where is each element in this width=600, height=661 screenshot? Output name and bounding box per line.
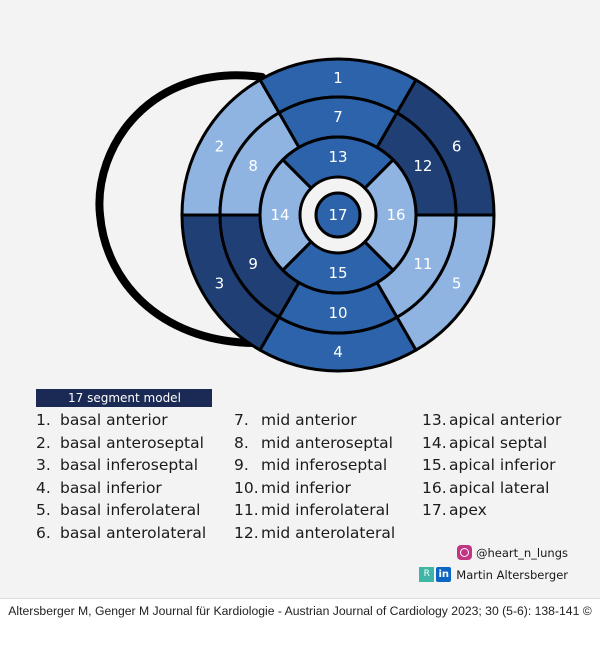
legend-item: 15.apical inferior	[422, 454, 561, 477]
instagram-handle: @heart_n_lungs	[476, 545, 568, 560]
legend-item: 17.apex	[422, 499, 561, 522]
legend-item: 11.mid inferolateral	[234, 499, 395, 522]
legend-label: mid anterolateral	[261, 523, 396, 542]
right-ventricle-outline	[95, 71, 266, 348]
legend-label: apex	[449, 501, 487, 519]
segment-group	[180, 57, 496, 373]
legend-label: basal inferoseptal	[60, 456, 199, 474]
legend-column-basal: 1. basal anterior 2. basal anteroseptal 3.…	[36, 409, 206, 544]
segment-label-1: 1	[333, 69, 343, 87]
legend-item: 12.mid anterolateral	[234, 522, 395, 545]
segment-14	[258, 158, 313, 272]
legend-number: 2.	[36, 433, 51, 452]
segment-label-7: 7	[333, 108, 343, 126]
legend-number: 9.	[234, 456, 249, 474]
legend-item: 8. mid anteroseptal	[234, 432, 395, 455]
legend-number: 4.	[36, 478, 51, 497]
segment-label-12: 12	[413, 157, 432, 175]
legend-label: apical anterior	[449, 411, 562, 429]
segment-label-16: 16	[386, 206, 405, 224]
segment-label-5: 5	[452, 275, 462, 293]
legend-item: 16.apical lateral	[422, 477, 561, 500]
legend-number: 6.	[36, 523, 51, 542]
segment-label-14: 14	[270, 206, 289, 224]
segment-17	[314, 191, 362, 239]
legend-number: 15.	[422, 456, 447, 474]
instagram-credit[interactable]: @heart_n_lungs	[457, 545, 568, 560]
legend-label: basal anteroseptal	[60, 433, 204, 452]
researchgate-icon: R	[419, 567, 435, 582]
legend-number: 1.	[36, 411, 51, 429]
linkedin-icon: in	[436, 567, 452, 582]
legend-number: 16.	[422, 478, 447, 497]
segment-13	[281, 135, 395, 190]
legend-item: 14.apical septal	[422, 432, 561, 455]
legend-label: basal anterior	[60, 411, 168, 429]
segment-label-6: 6	[452, 138, 462, 156]
legend-number: 17.	[422, 501, 447, 519]
legend-label: mid anteroseptal	[261, 433, 393, 452]
legend-number: 8.	[234, 433, 249, 452]
legend-number: 12.	[234, 523, 259, 542]
segment-label-3: 3	[215, 275, 225, 293]
legend-item: 5. basal inferolateral	[36, 499, 206, 522]
legend-label: mid inferolateral	[261, 501, 390, 519]
legend-label: mid anterior	[261, 411, 357, 429]
segment-label-15: 15	[328, 264, 347, 282]
legend-label: basal inferolateral	[60, 501, 201, 519]
segment-16	[363, 158, 418, 272]
legend-item: 10.mid inferior	[234, 477, 395, 500]
segment-15	[281, 240, 395, 295]
legend-number: 3.	[36, 456, 51, 474]
segment-label-9: 9	[248, 255, 258, 273]
legend-label: mid inferoseptal	[261, 456, 388, 474]
legend-title: 17 segment model	[36, 389, 212, 407]
segment-label-17: 17	[328, 206, 347, 224]
legend-item: 6. basal anterolateral	[36, 522, 206, 545]
legend-item: 13.apical anterior	[422, 409, 561, 432]
legend-item: 4. basal inferior	[36, 477, 206, 500]
legend-number: 5.	[36, 501, 51, 519]
segment-label-13: 13	[328, 148, 347, 166]
legend-label: apical inferior	[449, 456, 556, 474]
legend-item: 7. mid anterior	[234, 409, 395, 432]
legend-column-apical: 13.apical anterior 14.apical septal 15.a…	[422, 409, 561, 522]
segment-label-4: 4	[333, 343, 343, 361]
legend-column-mid: 7. mid anterior 8. mid anteroseptal 9. mid …	[234, 409, 395, 544]
legend-item: 9. mid inferoseptal	[234, 454, 395, 477]
legend-label: apical septal	[449, 433, 548, 452]
segment-label-8: 8	[248, 157, 258, 175]
instagram-icon	[457, 545, 472, 560]
legend-item: 1. basal anterior	[36, 409, 206, 432]
citation-caption: Altersberger M, Genger M Journal für Kar…	[8, 604, 592, 618]
legend-number: 7.	[234, 411, 249, 429]
legend-label: apical lateral	[449, 478, 550, 497]
legend-label: basal inferior	[60, 478, 162, 497]
legend-label: mid inferior	[261, 478, 351, 497]
segment-label-11: 11	[413, 255, 432, 273]
author-name: Martin Altersberger	[456, 567, 568, 582]
legend-number: 13.	[422, 411, 447, 429]
segment-label-2: 2	[215, 138, 225, 156]
legend-item: 3. basal inferoseptal	[36, 454, 206, 477]
legend-number: 11.	[234, 501, 259, 519]
legend-number: 10.	[234, 478, 259, 497]
linkedin-credit[interactable]: R in Martin Altersberger	[419, 567, 568, 582]
segment-label-10: 10	[328, 304, 347, 322]
legend-item: 2. basal anteroseptal	[36, 432, 206, 455]
legend-label: basal anterolateral	[60, 523, 207, 542]
legend-number: 14.	[422, 433, 447, 452]
